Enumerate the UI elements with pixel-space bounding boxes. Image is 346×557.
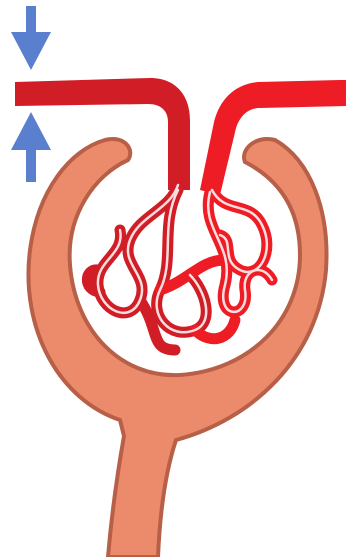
up-arrow-icon <box>11 112 51 182</box>
down-arrow-icon <box>11 6 51 70</box>
glomerulus-capillaries <box>87 185 272 350</box>
